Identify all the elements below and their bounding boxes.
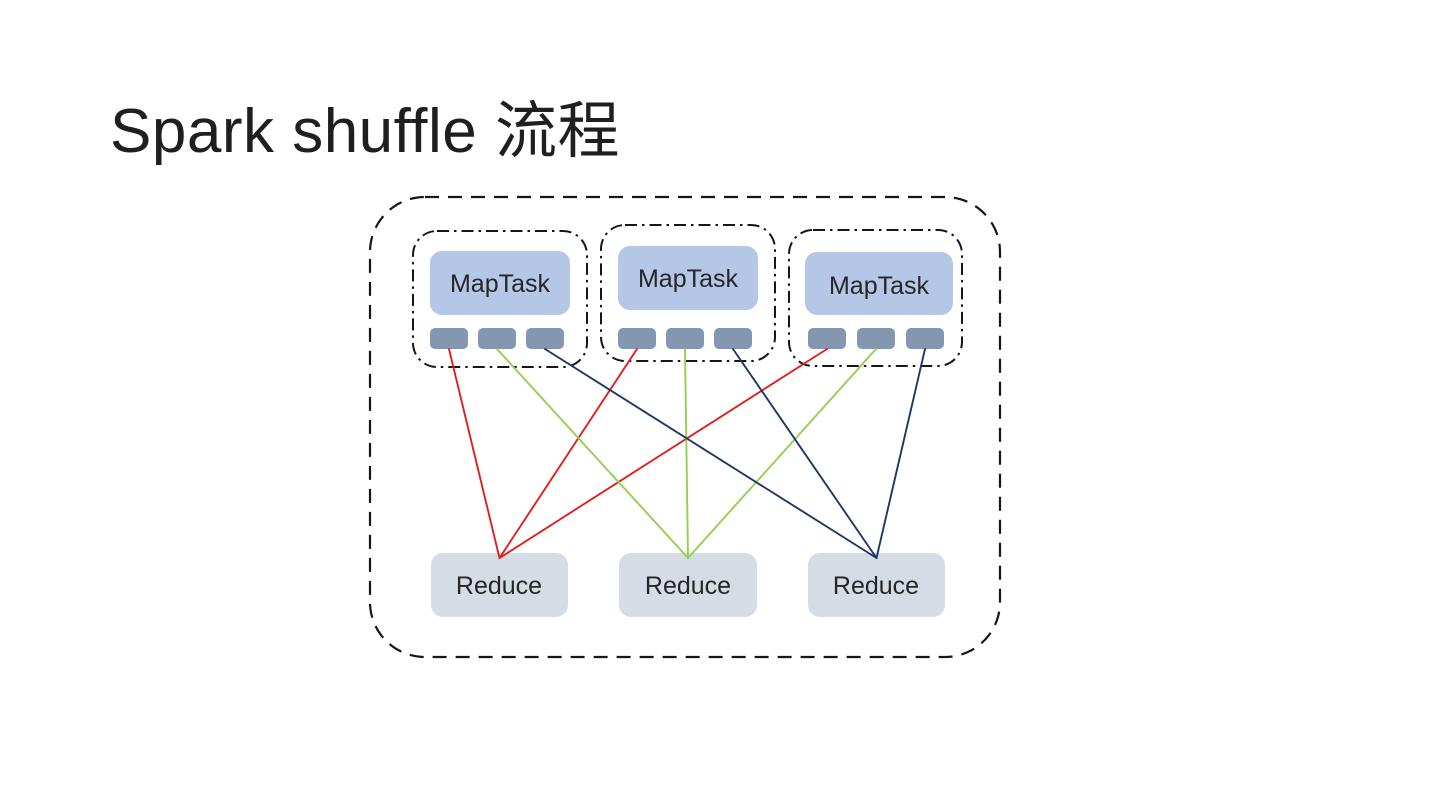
shuffle-bucket[interactable] <box>666 328 704 349</box>
map-task-group-3: MapTask <box>788 229 963 367</box>
map-task-box[interactable] <box>430 251 570 315</box>
shuffle-bucket[interactable] <box>478 328 516 349</box>
shuffle-bucket[interactable] <box>714 328 752 349</box>
shuffle-edge-red <box>448 348 501 559</box>
shuffle-edge-green <box>687 348 877 559</box>
shuffle-edge-navy <box>732 348 878 559</box>
reduce-box[interactable] <box>431 553 568 617</box>
reduce-task-3: Reduce <box>808 553 945 617</box>
reduce-task-2: Reduce <box>619 553 757 617</box>
shuffle-bucket[interactable] <box>808 328 846 349</box>
shuffle-bucket[interactable] <box>526 328 564 349</box>
reduce-label: Reduce <box>645 572 731 600</box>
shuffle-bucket[interactable] <box>618 328 656 349</box>
reduce-box[interactable] <box>808 553 945 617</box>
map-task-label: MapTask <box>638 265 739 293</box>
shuffle-edge-green <box>684 348 689 559</box>
map-task-box[interactable] <box>805 252 953 315</box>
reduce-label: Reduce <box>833 572 919 600</box>
map-task-group-1: MapTask <box>412 230 588 368</box>
map-task-group-2: MapTask <box>600 224 776 362</box>
shuffle-edge-red <box>498 348 828 559</box>
map-task-label: MapTask <box>829 272 930 300</box>
map-task-label: MapTask <box>450 270 551 298</box>
shuffle-bucket[interactable] <box>906 328 944 349</box>
cluster-boundary <box>368 195 1002 659</box>
shuffle-bucket[interactable] <box>430 328 468 349</box>
shuffle-edge-red <box>498 348 638 559</box>
slide-title: Spark shuffle 流程 <box>110 97 620 166</box>
reduce-label: Reduce <box>456 572 542 600</box>
reduce-task-1: Reduce <box>431 553 568 617</box>
shuffle-edge-navy <box>544 348 878 559</box>
shuffle-edge-green <box>496 348 689 559</box>
shuffle-bucket[interactable] <box>857 328 895 349</box>
map-task-container <box>788 229 963 367</box>
shuffle-edge-navy <box>875 348 926 559</box>
map-task-container <box>412 230 588 368</box>
shuffle-edges <box>448 348 926 559</box>
reduce-box[interactable] <box>619 553 757 617</box>
map-task-box[interactable] <box>618 246 758 310</box>
map-task-container <box>600 224 776 362</box>
